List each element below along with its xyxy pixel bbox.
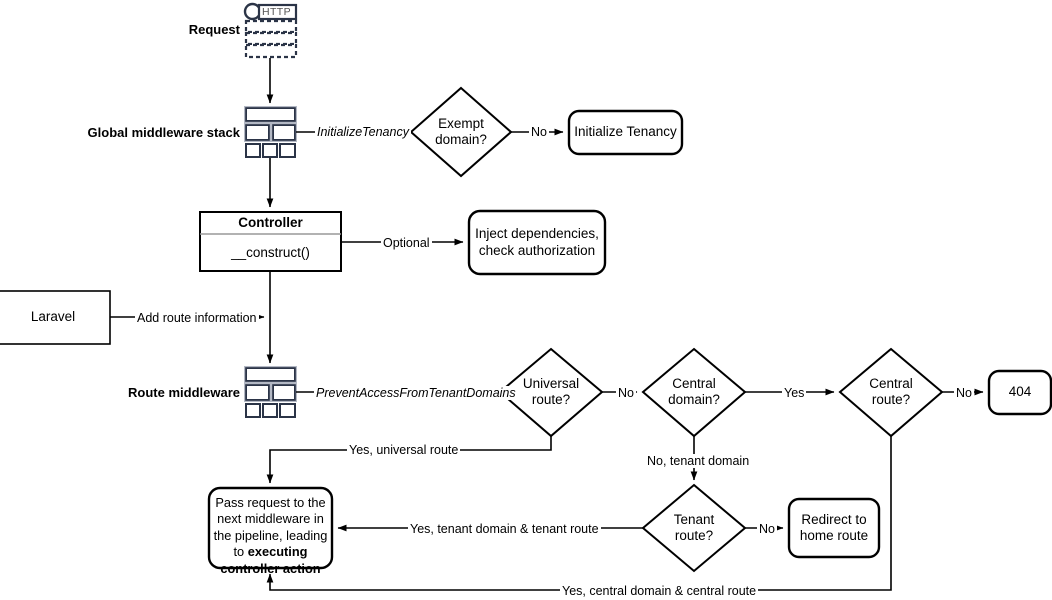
global-middleware-stack-icon — [244, 105, 298, 158]
universal-route-label: Universal route? — [501, 372, 601, 412]
edge-label-no-tenant-domain: No, tenant domain — [645, 454, 752, 468]
controller-shape — [199, 211, 342, 272]
redirect-home-shape — [787, 497, 881, 559]
exempt-domain-line1: Exempt — [438, 115, 484, 131]
edge-label-prevent-access: PreventAccessFromTenantDomains — [314, 386, 518, 400]
inject-dependencies-line1: Inject dependencies, — [475, 226, 599, 242]
central-domain-line2: domain? — [668, 392, 720, 407]
redirect-home-line1: Redirect to — [801, 511, 867, 527]
controller-title: Controller — [238, 215, 303, 231]
controller-method: __construct() — [231, 244, 310, 260]
edge-label-exempt-no: No — [529, 125, 549, 139]
laravel-shape — [0, 290, 111, 345]
tenant-route-line2: route? — [674, 528, 714, 543]
edge-label-universal-no: No — [616, 386, 636, 400]
edge-label-central-domain-yes: Yes — [782, 386, 807, 400]
route-middleware-icon — [244, 366, 298, 418]
redirect-home-line2: home route — [799, 528, 869, 543]
central-route-line1: Central — [869, 375, 913, 391]
not-found-shape — [987, 369, 1052, 416]
central-route-line2: route? — [871, 392, 911, 407]
side-label-route-middleware: Route middleware — [128, 385, 240, 400]
tenant-route-label: Tenant route? — [644, 508, 744, 548]
initialize-tenancy-shape — [567, 109, 684, 156]
initialize-tenancy-label: Initialize Tenancy — [574, 124, 677, 140]
edge-label-central-route-no: No — [954, 386, 974, 400]
pass-request-normal-text: Pass request to the next middleware in t… — [213, 495, 328, 560]
edge-label-add-route-information: Add route information — [135, 311, 259, 325]
redirect-home-label: Redirect to home route — [789, 499, 879, 557]
edge-label-optional: Optional — [381, 236, 432, 250]
edge-label-yes-universal-route: Yes, universal route — [347, 443, 461, 457]
inject-dependencies-line2: check authorization — [478, 242, 596, 258]
side-label-global-middleware-stack: Global middleware stack — [87, 125, 240, 140]
edge-label-yes-tenant: Yes, tenant domain & tenant route — [408, 522, 601, 536]
side-label-request: Request — [188, 22, 240, 37]
laravel-label: Laravel — [30, 309, 76, 325]
exempt-domain-shape — [409, 86, 513, 178]
central-domain-line1: Central — [672, 375, 716, 391]
edge-label-tenant-route-no: No — [757, 522, 777, 536]
http-request-icon — [243, 2, 298, 59]
http-label: HTTP — [262, 6, 292, 18]
exempt-domain-line2: domain? — [435, 132, 487, 147]
pass-request-label: Pass request to the next middleware in t… — [212, 488, 329, 576]
central-route-label: Central route? — [841, 372, 941, 412]
inject-dependencies-label: Inject dependencies, check authorization — [469, 211, 605, 274]
pass-request-bold-text: executing controller action — [220, 544, 321, 576]
exempt-domain-label: Exempt domain? — [411, 112, 511, 152]
pass-request-shape — [207, 486, 334, 570]
edge-label-yes-central: Yes, central domain & central route — [560, 584, 759, 598]
tenant-route-shape — [641, 483, 747, 573]
universal-route-line2: route? — [531, 392, 571, 407]
central-domain-label: Central domain? — [644, 372, 744, 412]
universal-route-line1: Universal — [522, 375, 580, 391]
inject-dependencies-shape — [467, 209, 607, 276]
tenant-route-line1: Tenant — [673, 511, 715, 527]
not-found-label: 404 — [1008, 384, 1032, 400]
edge-label-initialize-tenancy: InitializeTenancy — [315, 125, 411, 139]
